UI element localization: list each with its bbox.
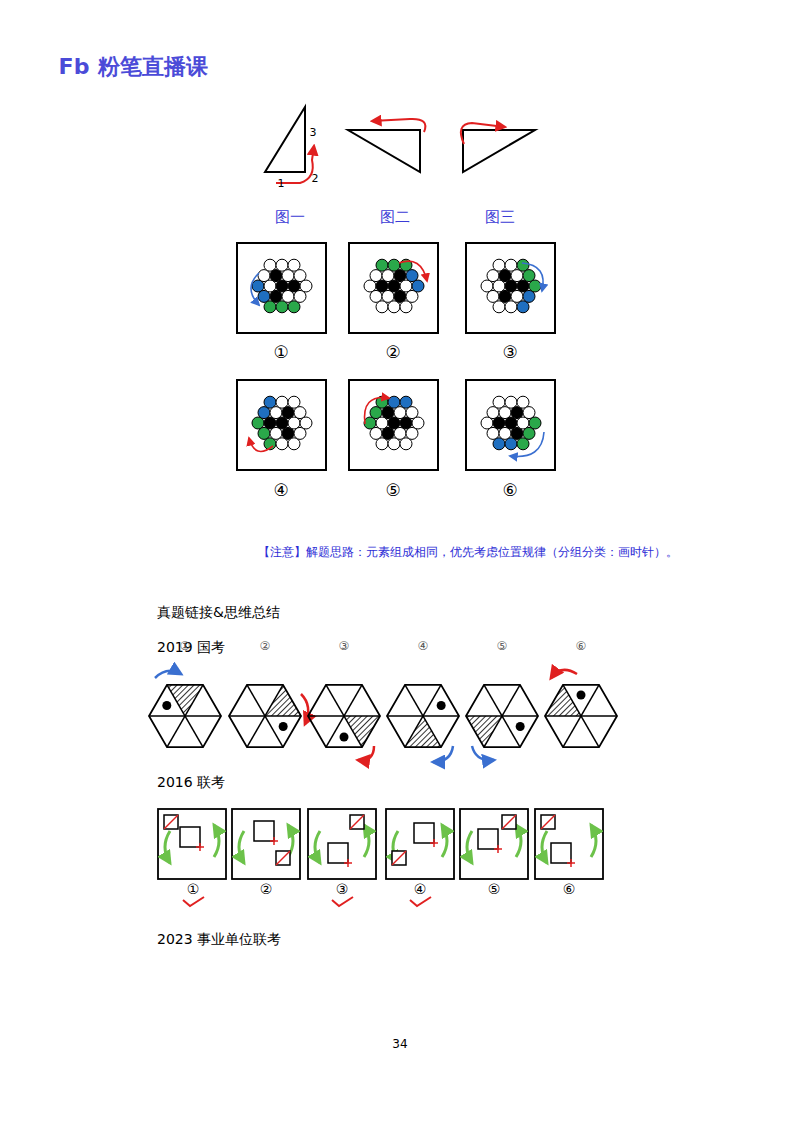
option-number: ④ <box>273 481 288 500</box>
page-number: 34 <box>392 1038 407 1051</box>
exam-source: 2023 事业单位联考 <box>157 932 281 947</box>
option-number: ① <box>187 882 200 897</box>
hexagon-figures <box>149 670 617 762</box>
circle-cluster-figures <box>237 243 555 470</box>
figure-caption: 图三 <box>485 209 515 226</box>
option-number: ⑤ <box>385 481 400 500</box>
triangle-figures <box>265 107 535 172</box>
figure-caption: 图一 <box>275 209 305 226</box>
option-number: ⑥ <box>576 640 587 653</box>
option-number: ② <box>260 882 273 897</box>
figure-caption: 图二 <box>380 209 410 226</box>
option-number: ① <box>180 640 191 653</box>
vertex-number: 2 <box>312 173 319 185</box>
option-number: ③ <box>339 640 350 653</box>
check-marks <box>183 897 431 906</box>
logo-mark: Fb <box>59 55 90 79</box>
option-number: ⑥ <box>563 882 576 897</box>
exam-source: 2016 联考 <box>157 775 225 790</box>
option-number: ③ <box>502 343 517 362</box>
rotation-arrows <box>276 119 505 183</box>
option-number: ⑤ <box>488 882 501 897</box>
vertex-number: 3 <box>310 127 317 139</box>
note-text: 【注意】解题思路：元素组成相同，优先考虑位置规律（分组分类：画时针）。 <box>258 546 678 559</box>
option-number: ⑤ <box>497 640 508 653</box>
option-number: ② <box>260 640 271 653</box>
option-number: ④ <box>414 882 427 897</box>
brand-name: 粉笔直播课 <box>98 55 208 79</box>
section-heading: 真题链接&思维总结 <box>157 605 280 620</box>
vertex-number: 1 <box>278 178 285 190</box>
option-number: ④ <box>418 640 429 653</box>
exam-source: 2019 国考 <box>157 640 225 655</box>
square-figures <box>158 809 603 879</box>
option-number: ③ <box>336 882 349 897</box>
option-number: ① <box>273 343 288 362</box>
option-number: ⑥ <box>502 481 517 500</box>
option-number: ② <box>385 343 400 362</box>
